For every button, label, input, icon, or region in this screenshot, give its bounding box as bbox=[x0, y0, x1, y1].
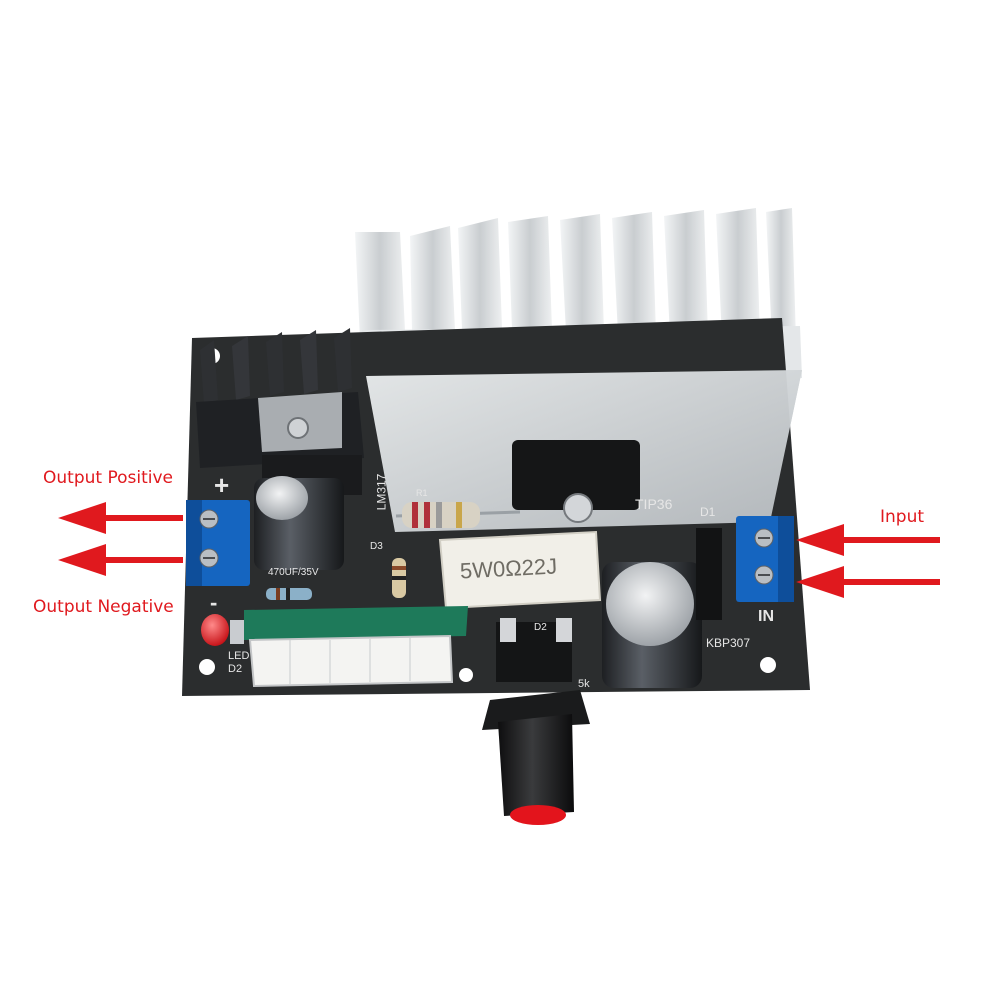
silk-r1: R1 bbox=[416, 488, 428, 498]
silk-5k: 5k bbox=[578, 678, 590, 690]
red-led bbox=[201, 614, 244, 646]
silk-d2: D2 bbox=[534, 622, 547, 633]
silk-in: IN bbox=[758, 608, 774, 625]
voltmeter-display bbox=[244, 606, 468, 688]
capacitor-470uf bbox=[254, 476, 344, 570]
silk-led: LED bbox=[228, 650, 250, 662]
small-resistor bbox=[392, 558, 406, 598]
input-terminal-block bbox=[736, 516, 794, 602]
tip36-transistor bbox=[512, 440, 640, 523]
resistor-r1 bbox=[395, 502, 521, 528]
output-terminal-block bbox=[186, 500, 250, 586]
arrow-input-bottom bbox=[796, 566, 940, 598]
silk-plus: + bbox=[214, 470, 230, 500]
silk-led-d2: D2 bbox=[228, 663, 243, 675]
silk-tip36: TIP36 bbox=[635, 496, 673, 512]
power-resistor bbox=[438, 530, 602, 610]
arrow-input-top bbox=[796, 524, 940, 556]
small-heatsink bbox=[196, 328, 364, 468]
potentiometer bbox=[496, 618, 572, 682]
silk-cap: 470UF/35V bbox=[268, 567, 319, 578]
silk-d1: D1 bbox=[700, 505, 716, 519]
small-resistor bbox=[266, 588, 312, 600]
output-negative-label: Output Negative bbox=[33, 597, 174, 617]
potentiometer-knob[interactable] bbox=[482, 690, 590, 825]
arrow-output-negative bbox=[58, 544, 183, 576]
silk-d3: D3 bbox=[370, 541, 383, 552]
diode-d1 bbox=[696, 528, 722, 620]
silk-minus: - bbox=[210, 590, 218, 615]
mount-hole bbox=[459, 668, 473, 682]
output-positive-label: Output Positive bbox=[43, 468, 173, 488]
capacitor-large bbox=[602, 562, 702, 688]
arrow-output-positive bbox=[58, 502, 183, 534]
mount-hole bbox=[760, 657, 776, 673]
mount-hole bbox=[199, 659, 215, 675]
silk-kbp307: KBP307 bbox=[706, 636, 751, 650]
input-label: Input bbox=[880, 507, 925, 527]
